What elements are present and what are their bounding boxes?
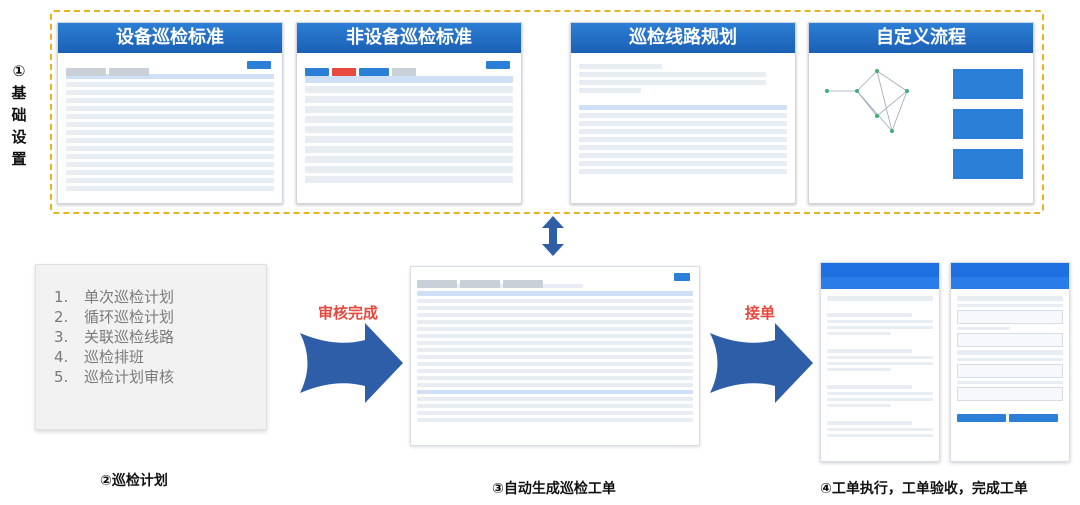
label-char: 基 (11, 84, 27, 102)
card-preview (305, 61, 513, 197)
label-char: 础 (11, 106, 27, 124)
plan-item: 1.单次巡检计划 (54, 288, 175, 306)
execute-caption: ④工单执行，工单验收，完成工单 (820, 481, 1028, 497)
card-equipment-standard[interactable]: 设备巡检标准 (57, 22, 283, 204)
mobile-inspection-form-screenshot (950, 262, 1070, 462)
plan-caption: ②巡检计划 (100, 473, 168, 489)
review-complete-label: 审核完成 (318, 304, 379, 322)
card-title: 自定义流程 (809, 23, 1033, 53)
plan-item: 2.循环巡检计划 (54, 308, 175, 326)
plan-item: 4.巡检排班 (54, 348, 145, 366)
card-title: 非设备巡检标准 (297, 23, 521, 53)
inspection-plan-box: 1.单次巡检计划 2.循环巡检计划 3.关联巡检线路 4.巡检排班 5.巡检计划… (35, 264, 267, 430)
card-non-equipment-standard[interactable]: 非设备巡检标准 (296, 22, 522, 204)
right-arrow-icon (710, 323, 813, 403)
card-custom-flow[interactable]: 自定义流程 (808, 22, 1034, 204)
label-char: 置 (11, 150, 27, 168)
flow-diagram-icon (825, 69, 909, 133)
label-char: ① (12, 62, 26, 80)
card-title: 巡检线路规划 (571, 23, 795, 53)
card-preview (579, 61, 787, 197)
mobile-work-order-list-screenshot (820, 262, 940, 462)
right-arrow-icon (300, 323, 403, 403)
plan-list: 1.单次巡检计划 2.循环巡检计划 3.关联巡检线路 4.巡检排班 5.巡检计划… (54, 287, 174, 387)
card-title: 设备巡检标准 (58, 23, 282, 53)
plan-item: 3.关联巡检线路 (54, 328, 175, 346)
card-route-planning[interactable]: 巡检线路规划 (570, 22, 796, 204)
card-preview (817, 61, 1025, 197)
accept-order-label: 接单 (745, 304, 776, 322)
plan-item: 5.巡检计划审核 (54, 368, 175, 386)
basic-settings-frame (50, 10, 1044, 214)
work-order-list-screenshot (410, 266, 700, 446)
label-char: 设 (11, 128, 27, 146)
basic-settings-label: ① 基 础 设 置 (8, 60, 30, 170)
generate-caption: ③自动生成巡检工单 (492, 481, 616, 497)
card-preview (66, 61, 274, 197)
bidirectional-arrow-icon (542, 216, 564, 256)
